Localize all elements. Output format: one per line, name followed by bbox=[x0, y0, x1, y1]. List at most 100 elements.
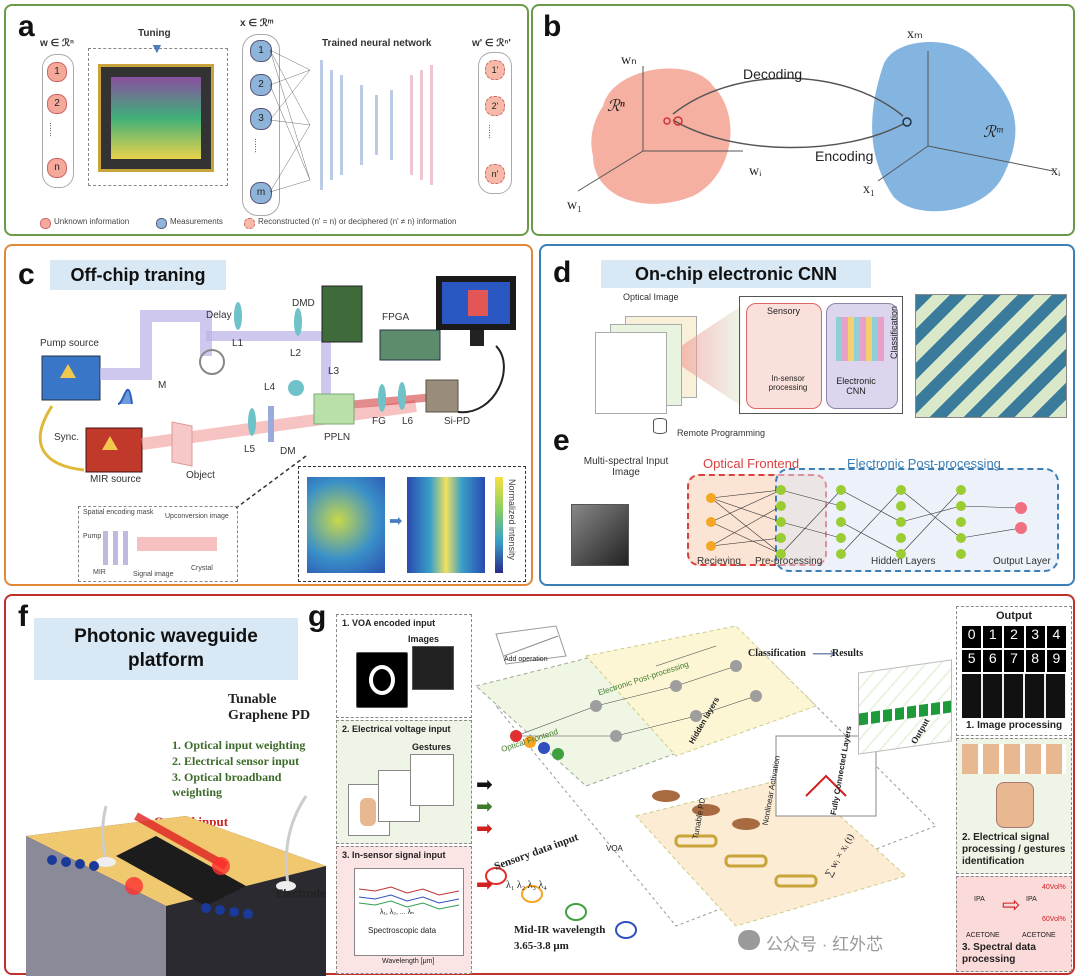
optical-frontend-label: Optical Frontend bbox=[703, 456, 800, 471]
label-delay: Delay bbox=[206, 310, 232, 321]
g-arrow-green-icon: ➡ bbox=[476, 796, 493, 818]
digit-cell: 5 bbox=[962, 650, 982, 672]
g-electrical-proc-label: 2. Electrical signal processing / gestur… bbox=[962, 832, 1066, 867]
chip-array-photo bbox=[915, 294, 1067, 418]
output-node-2: 2' bbox=[485, 96, 505, 116]
g-voa-device-label: VOA bbox=[606, 844, 623, 853]
label-pump2: Pump bbox=[83, 533, 102, 540]
label-mir: MIR source bbox=[90, 474, 142, 485]
g-insensor-label: 3. In-sensor signal input bbox=[342, 850, 446, 860]
w-label: w ∈ ℛⁿ bbox=[40, 38, 74, 49]
g-lambdas-label: λ₁ λ₂ λ₃ λ₄ bbox=[506, 880, 547, 891]
xm-label: xₘ bbox=[907, 27, 923, 42]
w1-label: w₁ bbox=[567, 198, 582, 213]
decoding-label: Decoding bbox=[743, 66, 803, 82]
g-spectro-plot bbox=[354, 868, 464, 956]
x-label: x ∈ ℛᵐ bbox=[240, 18, 274, 29]
g-acetone-right: ACETONE bbox=[1022, 932, 1056, 939]
digit-cell: 0 bbox=[962, 626, 982, 648]
label-norm: Normalized intensity bbox=[507, 479, 517, 561]
arrow-right-icon: ➡ bbox=[389, 513, 403, 530]
legend-measure-icon bbox=[156, 218, 167, 229]
panel-f-title: Photonic waveguide platform bbox=[34, 618, 298, 680]
insensor-label: In-sensor processing bbox=[768, 374, 808, 392]
g-vol60: 60Vol% bbox=[1042, 916, 1066, 923]
label-fpga: FPGA bbox=[382, 312, 410, 323]
tunable-label: Tunable Graphene PD bbox=[228, 692, 311, 723]
label-pump: Pump source bbox=[40, 338, 99, 349]
g-output-box-3 bbox=[956, 876, 1072, 972]
panel-fg: f Photonic waveguide platform Tunable Gr… bbox=[4, 594, 1075, 976]
label-mir2: MIR bbox=[93, 569, 106, 576]
f-item-1: 1. Optical input weighting bbox=[172, 738, 306, 752]
label-signal: Signal image bbox=[133, 571, 174, 578]
label-l3: L3 bbox=[328, 366, 340, 377]
g-gestures-label: Gestures bbox=[412, 742, 452, 752]
label-object: Object bbox=[186, 470, 215, 481]
x-node-1: 1 bbox=[250, 40, 272, 62]
wi-label: wᵢ bbox=[749, 164, 762, 179]
panel-e-label: e bbox=[553, 424, 570, 457]
f-item-2: 2. Electrical sensor input bbox=[172, 754, 300, 768]
g-vol40: 40Vol% bbox=[1042, 884, 1066, 891]
label-l1: L1 bbox=[232, 338, 244, 349]
input-node-n: n bbox=[47, 158, 67, 178]
panel-c-title: Off-chip traning bbox=[50, 260, 226, 290]
g-digit-image bbox=[356, 652, 408, 708]
panel-b: b wₙ w₁ wᵢ ℛⁿ Decoding Encoding xₘ x₁ xᵢ… bbox=[531, 4, 1075, 236]
label-sipd: Si-PD bbox=[444, 416, 471, 427]
x-node-m: m bbox=[250, 182, 272, 204]
inset-beam-graphic bbox=[137, 537, 217, 551]
rm-label: ℛᵐ bbox=[983, 124, 1003, 141]
g-confusion-matrix bbox=[858, 659, 952, 755]
colorbar bbox=[495, 477, 503, 573]
digit-cell: 3 bbox=[1025, 626, 1045, 648]
label-l4: L4 bbox=[264, 382, 276, 393]
digit-cell: 7 bbox=[1004, 650, 1024, 672]
manifold-diagram bbox=[577, 42, 1054, 212]
label-fg: FG bbox=[372, 416, 386, 427]
label-dm: DM bbox=[280, 446, 296, 457]
panel-g-label: g bbox=[308, 600, 327, 633]
panel-c-label: c bbox=[18, 258, 35, 291]
chip-box bbox=[88, 48, 228, 186]
label-crystal: Crystal bbox=[191, 565, 213, 572]
output-node-dots: ...... bbox=[487, 124, 497, 140]
sensor-chip bbox=[739, 296, 903, 414]
g-wavelength-axis: Wavelength [μm] bbox=[382, 958, 435, 965]
digit-cell: 2 bbox=[1004, 626, 1024, 648]
receiving-label: Recieving bbox=[697, 556, 741, 567]
multispectral-label: Multi-spectral Input Image bbox=[583, 456, 669, 478]
panel-b-label: b bbox=[543, 10, 562, 43]
g-device-graphic bbox=[474, 625, 937, 939]
output-layer-label: Output Layer bbox=[993, 556, 1051, 567]
optical-setup-graphic bbox=[38, 276, 516, 509]
label-m: M bbox=[158, 380, 167, 391]
optical-image-stack bbox=[595, 316, 715, 416]
label-upconv: Upconversion image bbox=[165, 513, 229, 520]
panel-d-label: d bbox=[553, 256, 572, 289]
trained-network-graphic bbox=[269, 49, 433, 193]
digit-cell: 1 bbox=[983, 626, 1003, 648]
waveguide-device bbox=[26, 795, 326, 976]
g-fashion-grid bbox=[962, 674, 1066, 718]
x-node-2: 2 bbox=[250, 74, 272, 96]
legend-recon-icon bbox=[244, 218, 255, 229]
digit-cell: 4 bbox=[1046, 626, 1066, 648]
label-sync: Sync. bbox=[54, 432, 80, 443]
label-ppln: PPLN bbox=[324, 432, 351, 443]
remote-label: Remote Programming bbox=[677, 428, 766, 438]
inset-spatial-encoding: Spatial encoding mask Upconversion image… bbox=[78, 506, 238, 582]
g-spectro-label: Spectroscopic data bbox=[368, 926, 437, 935]
panel-d-title: On-chip electronic CNN bbox=[601, 260, 871, 288]
watermark: 公众号 · 红外芯 bbox=[766, 935, 884, 954]
database-icon bbox=[653, 418, 667, 434]
preprocessing-label: Pre-processing bbox=[755, 556, 823, 567]
legend-measure: Measurements bbox=[170, 217, 223, 226]
g-ipa-left: IPA bbox=[974, 896, 985, 903]
digit-cell: 8 bbox=[1025, 650, 1045, 672]
reconstructed-image bbox=[407, 477, 485, 573]
panel-a-label: a bbox=[18, 10, 35, 43]
digit-cell: 9 bbox=[1046, 650, 1066, 672]
wprime-label: w' ∈ ℛⁿ' bbox=[472, 38, 511, 49]
